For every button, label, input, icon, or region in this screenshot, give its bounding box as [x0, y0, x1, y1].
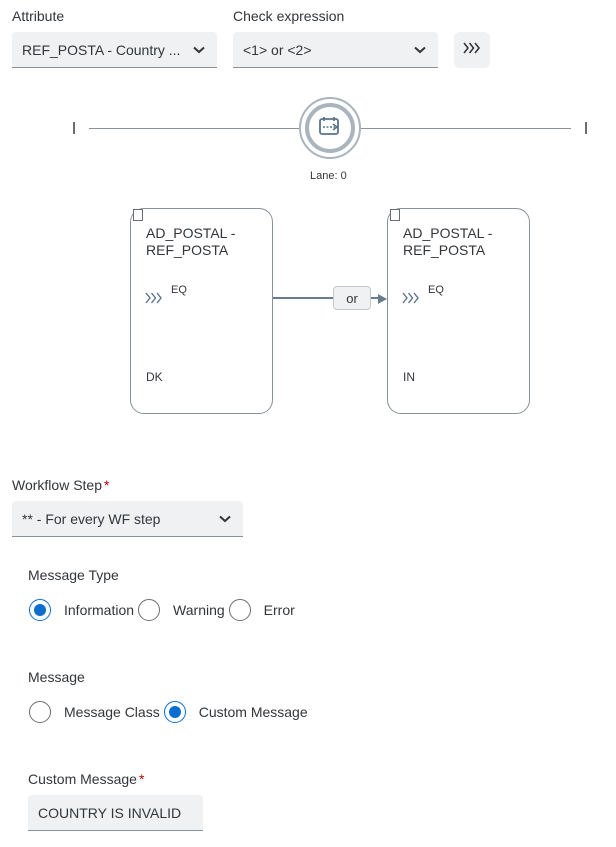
check-expression-select[interactable]: <1> or <2> [233, 32, 438, 68]
radio-information[interactable] [29, 599, 51, 621]
node-operator: EQ [428, 284, 444, 296]
required-marker: * [104, 477, 110, 493]
radio-custom-message-label[interactable]: Custom Message [198, 704, 308, 720]
chevron-down-icon [191, 42, 207, 58]
condition-node[interactable]: AD_POSTAL - REF_POSTA EQ IN [387, 208, 530, 414]
attribute-select[interactable]: REF_POSTA - Country ... [12, 32, 217, 68]
message-radio-group: Message Class Custom Message [29, 701, 312, 723]
radio-warning-label[interactable]: Warning [173, 602, 225, 618]
node-title: AD_POSTAL - REF_POSTA [403, 225, 493, 258]
lane-line-right [361, 128, 571, 129]
custom-message-label: Custom Message* [28, 771, 144, 787]
radio-message-class[interactable] [29, 701, 51, 723]
workflow-step-select[interactable]: ** - For every WF step [12, 501, 243, 537]
message-label: Message [28, 669, 85, 685]
condition-node[interactable]: AD_POSTAL - REF_POSTA EQ DK [130, 208, 273, 414]
custom-message-label-text: Custom Message [28, 771, 137, 787]
node-value: DK [146, 370, 163, 384]
chevron-down-icon [412, 42, 428, 58]
node-operator: EQ [171, 284, 187, 296]
workflow-step-label-text: Workflow Step [12, 477, 102, 493]
custom-message-value: COUNTRY IS INVALID [38, 804, 182, 821]
node-title: AD_POSTAL - REF_POSTA [146, 225, 236, 258]
connector-line [273, 297, 381, 299]
radio-information-label[interactable]: Information [64, 602, 135, 618]
lane-node-ring [305, 103, 355, 153]
lane-start-tick [73, 122, 75, 134]
lane-node[interactable] [299, 97, 361, 159]
workflow-step-value: ** - For every WF step [22, 510, 161, 527]
node-checkbox[interactable] [133, 209, 143, 221]
lane-line-left [89, 128, 299, 129]
radio-error[interactable] [228, 599, 251, 621]
chevron-down-icon [217, 511, 233, 527]
required-marker: * [138, 771, 145, 787]
custom-message-input[interactable]: COUNTRY IS INVALID [28, 795, 203, 831]
radio-custom-message[interactable] [163, 701, 186, 723]
message-type-radio-group: Information Warning Error [29, 599, 299, 621]
node-value: IN [403, 370, 415, 384]
attribute-value: REF_POSTA - Country ... [22, 41, 181, 58]
expression-button[interactable] [454, 32, 490, 68]
lane-label: Lane: 0 [310, 170, 347, 182]
lane-end-tick [585, 122, 587, 134]
radio-message-class-label[interactable]: Message Class [64, 704, 160, 720]
radio-error-label[interactable]: Error [263, 602, 295, 618]
node-checkbox[interactable] [390, 209, 400, 221]
triple-chevron-right-icon [145, 291, 163, 305]
connector-or-badge[interactable]: or [333, 286, 371, 310]
calendar-icon [319, 116, 341, 141]
arrow-head-icon [378, 292, 388, 310]
attribute-label: Attribute [12, 8, 65, 24]
triple-chevron-right-icon [463, 41, 481, 59]
message-type-label: Message Type [28, 567, 119, 583]
check-expression-value: <1> or <2> [243, 41, 312, 58]
workflow-step-label: Workflow Step* [12, 477, 109, 493]
triple-chevron-right-icon [402, 291, 420, 305]
check-expression-label: Check expression [233, 8, 345, 24]
radio-warning[interactable] [138, 599, 161, 621]
